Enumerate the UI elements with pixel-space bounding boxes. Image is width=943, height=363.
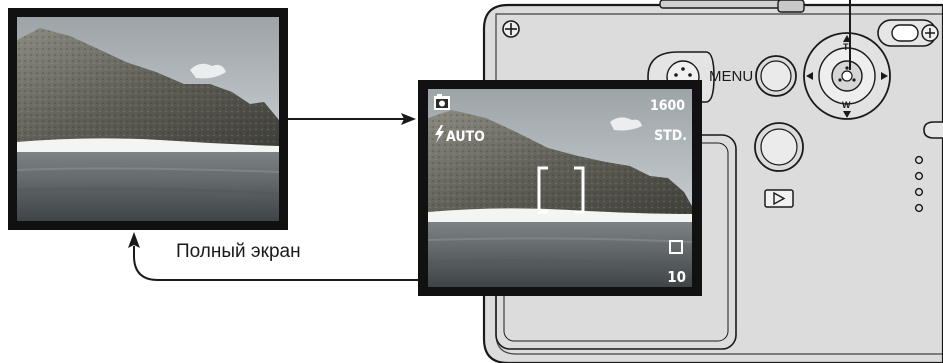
camera-mode-icon bbox=[434, 94, 450, 110]
menu-button[interactable] bbox=[755, 55, 797, 97]
playback-button[interactable] bbox=[764, 189, 794, 208]
strap-lug bbox=[877, 19, 939, 47]
drive-mode-icon bbox=[669, 240, 683, 254]
lcd-display: AUTO 1600 STD. 10 bbox=[418, 80, 702, 296]
top-clip bbox=[777, 0, 805, 13]
arrowhead-up-icon bbox=[128, 232, 140, 248]
caption-fullscreen: Полный экран bbox=[176, 241, 301, 262]
arrowhead-right-icon bbox=[401, 113, 416, 125]
zoom-tele-label: T bbox=[843, 42, 849, 52]
resolution-label: 1600 bbox=[650, 98, 685, 114]
arrow-right-icon bbox=[881, 72, 888, 80]
shoreline bbox=[17, 138, 279, 156]
fullscreen-image bbox=[8, 8, 288, 230]
flash-mode-label: AUTO bbox=[446, 129, 485, 145]
sea bbox=[17, 152, 279, 221]
shutter-round-button[interactable] bbox=[754, 122, 804, 172]
arrow-to-lcd bbox=[288, 113, 416, 125]
indicator-lamps bbox=[914, 121, 943, 213]
arrow-down-icon bbox=[843, 111, 851, 118]
flash-icon bbox=[435, 125, 444, 143]
arrow-back-to-fullscreen bbox=[128, 232, 418, 281]
controller-dial[interactable] bbox=[803, 32, 891, 120]
play-icon bbox=[773, 191, 786, 206]
zoom-wide-label: W bbox=[842, 100, 851, 110]
quality-label: STD. bbox=[654, 128, 687, 144]
top-shoulder bbox=[659, 0, 781, 9]
cloud bbox=[190, 63, 226, 79]
menu-label: MENU bbox=[709, 68, 753, 85]
screw-icon-left bbox=[502, 20, 520, 38]
frames-remaining-label: 10 bbox=[667, 268, 686, 286]
arrow-left-icon bbox=[806, 72, 813, 80]
focus-frame bbox=[537, 166, 585, 214]
